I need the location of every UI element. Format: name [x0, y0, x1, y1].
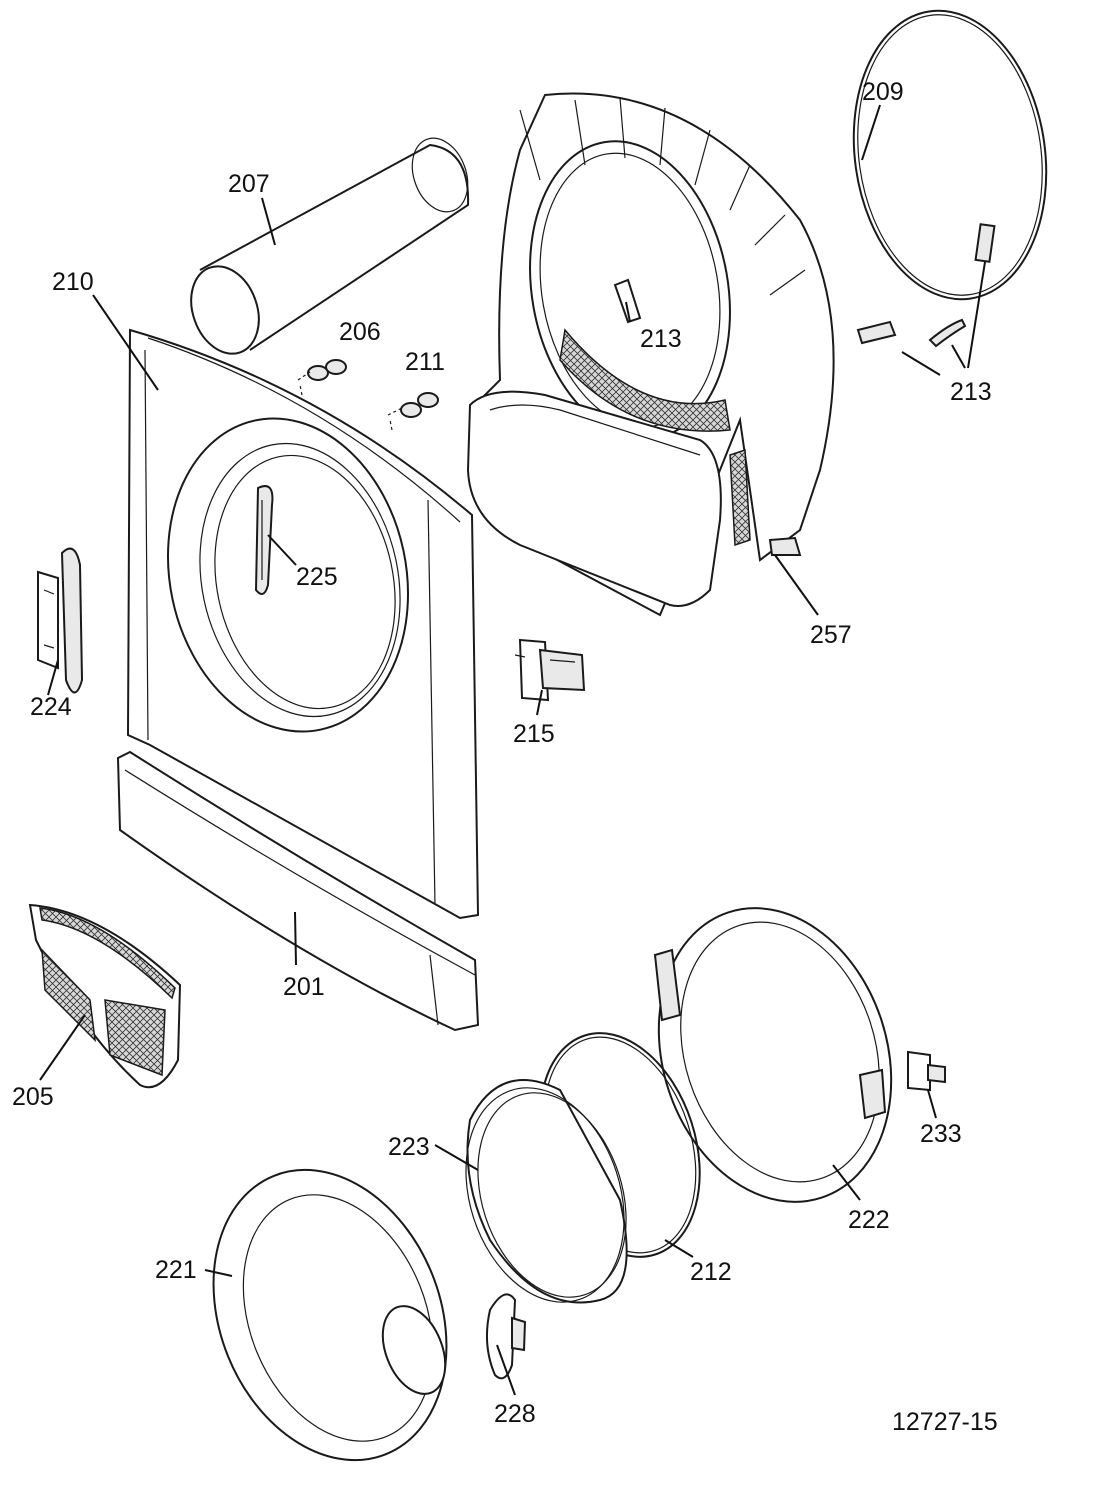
label-223: 223 [388, 1133, 430, 1161]
label-228: 228 [494, 1400, 536, 1428]
duct-tube-part [190, 137, 470, 355]
hinge-part [37, 547, 84, 694]
label-207: 207 [228, 170, 270, 198]
label-206: 206 [339, 318, 381, 346]
label-233: 233 [920, 1120, 962, 1148]
drawing-number: 12727-15 [892, 1408, 998, 1436]
label-215: 215 [513, 720, 555, 748]
thermostat-211-part [387, 392, 439, 431]
label-221: 221 [155, 1256, 197, 1284]
lint-filter-part [28, 903, 182, 1089]
label-212: 212 [690, 1258, 732, 1286]
part-labels: 207 210 206 211 209 213 213 225 257 224 … [12, 78, 998, 1436]
label-201: 201 [283, 973, 325, 1001]
drum-seal-part [852, 9, 1048, 301]
door-glass-part [465, 1079, 628, 1304]
thermostat-206-part [297, 359, 347, 396]
label-225: 225 [296, 563, 338, 591]
kick-plate-part [116, 750, 480, 1032]
air-guide-pieces-part [856, 223, 996, 348]
label-257: 257 [810, 621, 852, 649]
bulkhead-part [466, 92, 835, 617]
label-205: 205 [12, 1083, 54, 1111]
label-209: 209 [862, 78, 904, 106]
door-handle-part [486, 1293, 527, 1380]
front-panel-part [126, 328, 480, 920]
label-210: 210 [52, 268, 94, 296]
label-213-center: 213 [640, 325, 682, 353]
inner-door-frame-part [653, 907, 893, 1203]
label-224: 224 [30, 693, 72, 721]
label-213-right: 213 [950, 378, 992, 406]
label-211: 211 [405, 348, 445, 376]
outer-door-ring-part [212, 1168, 448, 1462]
leader-lines [39, 104, 986, 1396]
door-lock-part [514, 638, 586, 702]
label-222: 222 [848, 1206, 890, 1234]
door-latch-part [907, 1050, 946, 1092]
